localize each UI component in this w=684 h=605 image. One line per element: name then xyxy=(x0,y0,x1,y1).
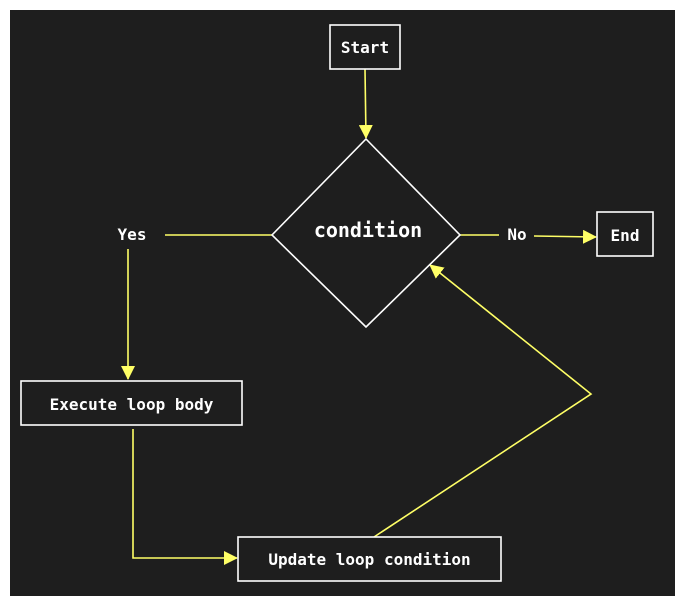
condition-node-label: condition xyxy=(314,218,422,242)
body-node: Execute loop body xyxy=(20,380,243,426)
end-node: End xyxy=(596,211,654,257)
start-node: Start xyxy=(329,24,401,70)
edge-start-to-condition xyxy=(358,68,373,139)
start-node-label: Start xyxy=(341,38,389,57)
update-node: Update loop condition xyxy=(237,536,502,582)
body-node-label: Execute loop body xyxy=(50,395,214,414)
yes-edge-label: Yes xyxy=(118,225,147,244)
end-node-label: End xyxy=(611,226,640,245)
update-node-label: Update loop condition xyxy=(268,550,470,569)
condition-node: condition xyxy=(270,137,462,329)
edge-no-label-to-end xyxy=(533,229,597,244)
no-edge-label: No xyxy=(507,225,526,244)
edges xyxy=(121,68,597,565)
edge-body-to-update xyxy=(132,429,238,565)
edge-update-to-condition xyxy=(373,264,593,538)
